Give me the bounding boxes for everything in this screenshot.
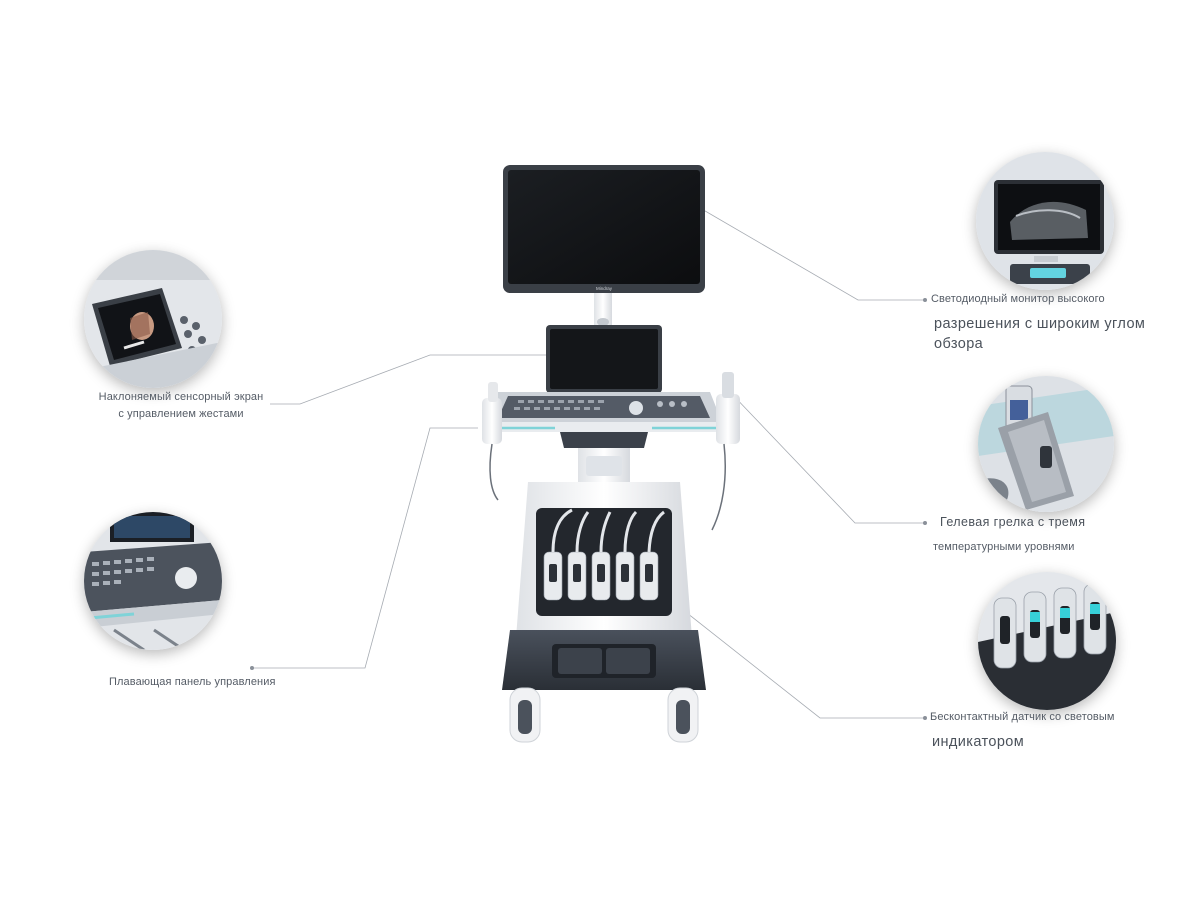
dot-control-panel [250,666,254,670]
callout-touch-screen-line1: Наклоняемый сенсорный экран [98,391,264,403]
dot-led-monitor [923,298,927,302]
gel-warmer-holder [711,372,740,531]
callout-probe-indicator-line2: индикатором [932,734,1025,750]
dot-probe-indicator [923,716,927,720]
cart-body [502,482,706,743]
connector-control-panel [253,427,478,669]
device-brand: Mindray [596,286,613,291]
connector-probe-indicator [667,597,925,719]
connector-led-monitor [699,207,925,301]
ultrasound-system: Mindray [482,165,740,743]
callout-control-panel-line1: Плавающая панель управления [109,676,276,688]
touch-screen-unit [546,325,662,393]
callout-probe-indicator-line1: Бесконтактный датчик со световым [930,711,1115,723]
callout-gel-warmer-line1: Гелевая грелка с тремя [940,515,1086,529]
detail-circle-control-panel [84,512,222,650]
callout-led-monitor-line3: обзора [934,336,984,352]
main-monitor: Mindray [503,165,705,293]
control-panel-unit [486,392,722,448]
wheels [509,687,699,743]
connector-gel-warmer [729,391,925,524]
connector-touch-screen [270,354,552,405]
callout-led-monitor-line1: Светодиодный монитор высокого [931,293,1105,305]
dot-gel-warmer [923,521,927,525]
detail-circle-touch-screen [84,250,222,388]
detail-circle-gel-warmer [978,376,1114,512]
detail-circle-led-monitor [976,152,1114,290]
left-probe-holder [482,382,502,501]
detail-circle-probe-indicator [978,572,1116,710]
callout-gel-warmer-line2: температурными уровнями [933,541,1075,553]
callout-led-monitor-line2: разрешения с широким углом [934,316,1146,332]
callout-touch-screen-line2: с управлением жестами [118,408,244,420]
probe-ports [543,508,665,601]
